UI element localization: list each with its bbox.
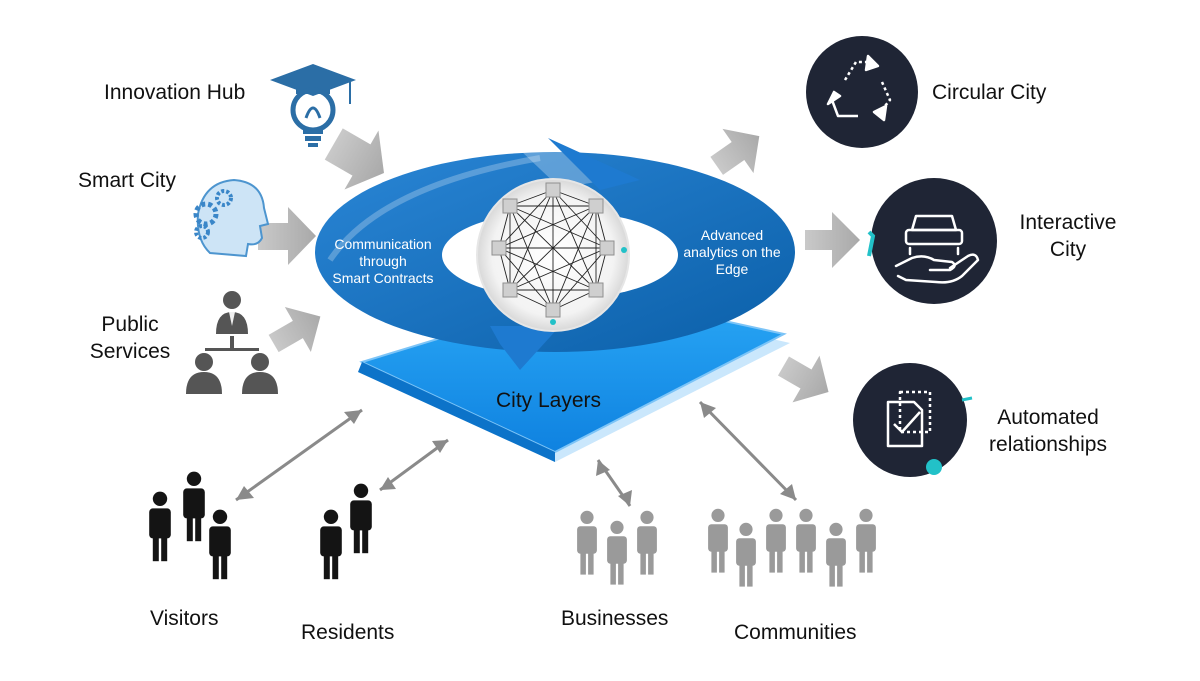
- ring-text-left-line-1: Communication: [334, 236, 432, 252]
- output-arrow-automated: [777, 355, 829, 403]
- ring-text-left-line-2: through: [359, 253, 407, 269]
- document-check-icon-badge: [853, 363, 973, 477]
- head-gears-icon: [193, 178, 270, 258]
- output-arrow-interactive: [805, 212, 860, 268]
- stakeholder-arrow-heads: [236, 402, 796, 506]
- label-visitors: Visitors: [150, 607, 219, 630]
- label-city-layers: City Layers: [496, 389, 602, 412]
- ring-text-left: Communication through Smart Contracts: [318, 236, 448, 287]
- label-interactive-city-line-1: Interactive: [1019, 211, 1117, 234]
- label-public-services-line-1: Public: [101, 313, 159, 336]
- car-in-hand-icon-badge: [867, 178, 997, 304]
- org-chart-people-icon: [186, 291, 278, 394]
- label-smart-city: Smart City: [78, 169, 177, 192]
- people-group-residents: [320, 483, 372, 580]
- label-automated-line-2: relationships: [989, 433, 1107, 456]
- label-public-services-line-2: Services: [89, 340, 171, 363]
- blockchain-network-icon: [476, 178, 630, 332]
- label-public-services: Public Services: [84, 311, 176, 365]
- input-arrow-innovation: [324, 128, 384, 190]
- people-group-communities: [708, 508, 876, 587]
- people-group-visitors: [149, 471, 231, 580]
- label-circular-city: Circular City: [932, 81, 1047, 104]
- lightbulb-graduation-cap-icon: [270, 64, 356, 147]
- ring-text-right-line-2: analytics on the: [683, 244, 781, 260]
- ring-text-left-line-3: Smart Contracts: [332, 270, 434, 286]
- label-communities: Communities: [734, 621, 857, 644]
- label-automated-relationships: Automated relationships: [978, 404, 1118, 458]
- label-interactive-city: Interactive City: [1008, 209, 1128, 263]
- ring-text-right-line-1: Advanced: [700, 227, 764, 243]
- label-innovation-hub: Innovation Hub: [104, 81, 246, 104]
- ring-text-right-line-3: Edge: [715, 261, 749, 277]
- recycle-icon-badge: [806, 36, 918, 148]
- label-businesses: Businesses: [561, 607, 669, 630]
- label-automated-line-1: Automated: [997, 406, 1099, 429]
- people-group-businesses: [577, 510, 657, 585]
- output-arrow-circular: [710, 128, 760, 175]
- label-interactive-city-line-2: City: [1049, 238, 1087, 261]
- ring-text-right: Advanced analytics on the Edge: [670, 227, 794, 278]
- input-arrow-public-services: [268, 306, 321, 353]
- input-arrow-smart-city: [258, 207, 316, 265]
- label-residents: Residents: [301, 621, 395, 644]
